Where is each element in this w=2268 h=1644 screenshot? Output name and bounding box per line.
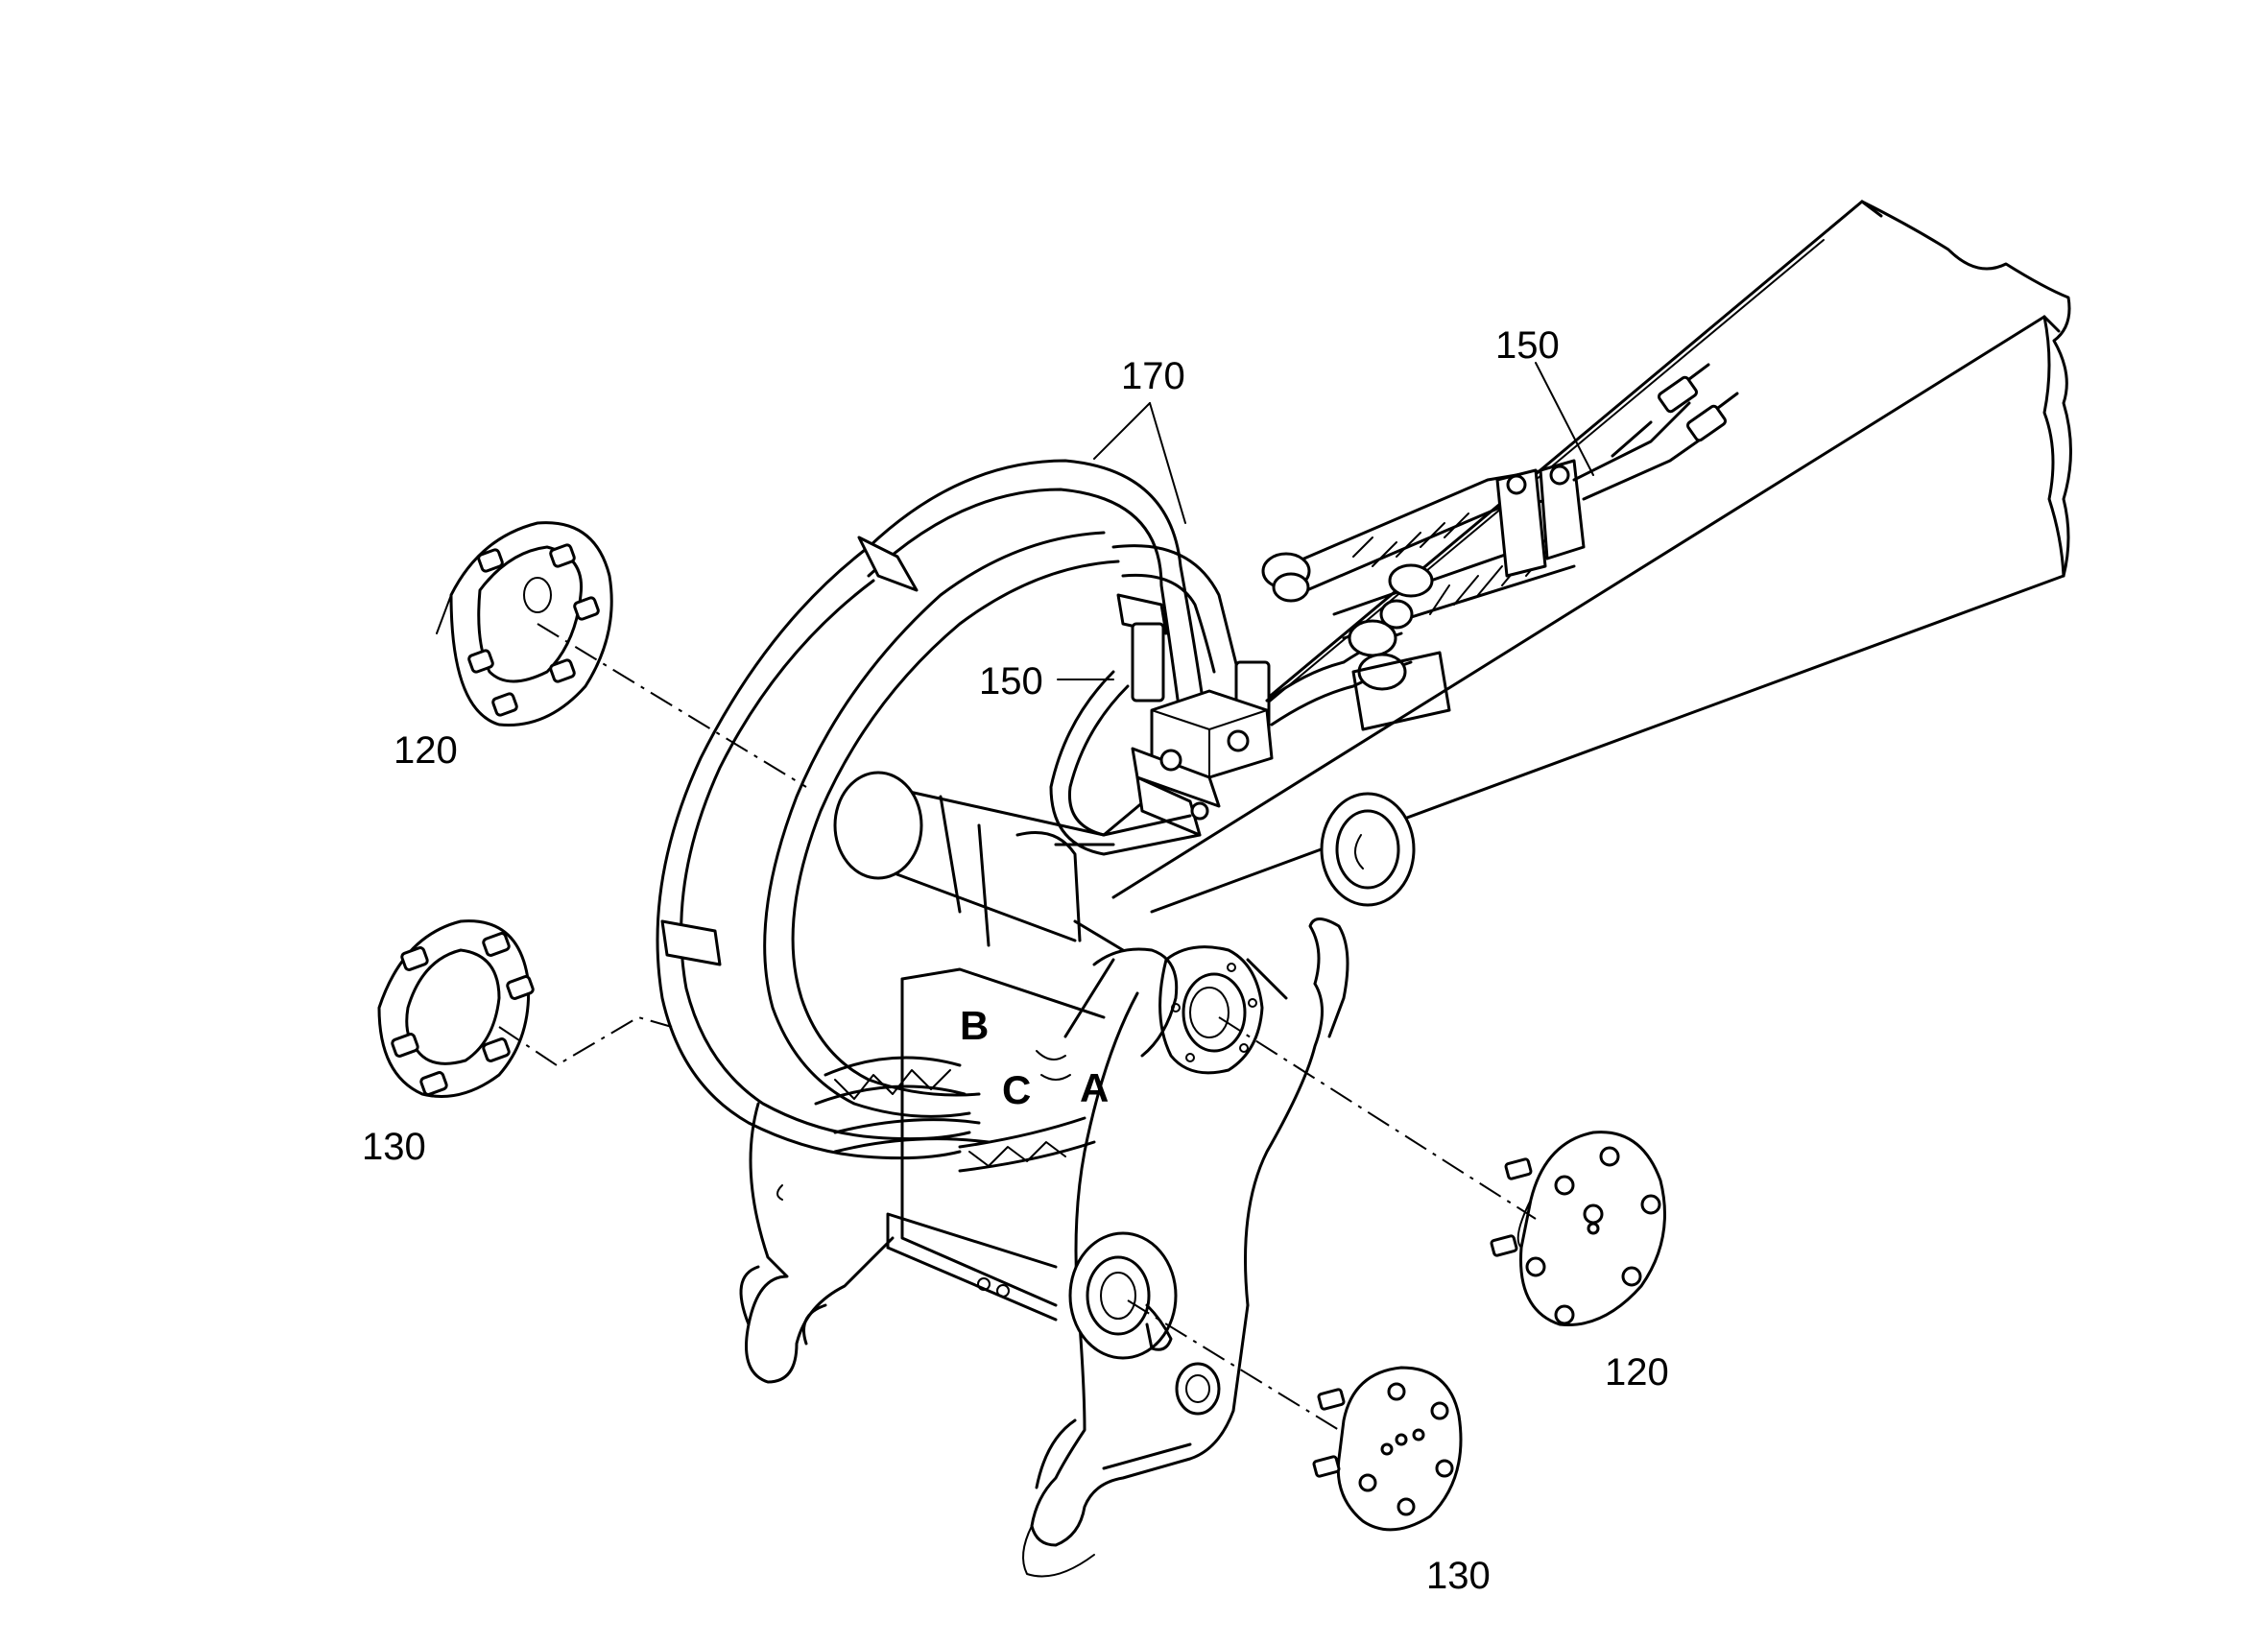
callout-120-top-left: 120 (394, 729, 458, 772)
callout-120-right: 120 (1605, 1351, 1669, 1394)
coupler-internal-ports (814, 1050, 1096, 1173)
callout-130-mid-left: 130 (362, 1126, 426, 1168)
port-label-c: C (1002, 1067, 1032, 1112)
arm-pivot-boss (1320, 792, 1416, 907)
valve-block-assembly (1049, 593, 1413, 856)
callout-130-bottom: 130 (1426, 1555, 1491, 1597)
dipper-arm (1102, 200, 2072, 914)
hose-loop-170 (656, 459, 1240, 1160)
quick-coupler-body (739, 917, 1349, 1578)
arm-pipe-assembly (1261, 363, 1739, 731)
callout-170: 170 (1121, 355, 1185, 397)
port-label-b: B (960, 1003, 990, 1048)
callout-150-left: 150 (979, 660, 1043, 703)
flange-plate-130-mid-left (377, 919, 535, 1098)
assembly-centerlines (498, 623, 1537, 1431)
leader-lines (1057, 362, 1594, 680)
coupler-pin-shaft (833, 771, 1125, 952)
flange-plate-120-top-left (436, 521, 613, 727)
callout-150-right: 150 (1495, 324, 1560, 367)
flange-plate-130-bottom (1312, 1366, 1463, 1532)
flange-plate-120-right (1490, 1131, 1666, 1326)
port-label-a: A (1080, 1065, 1110, 1110)
